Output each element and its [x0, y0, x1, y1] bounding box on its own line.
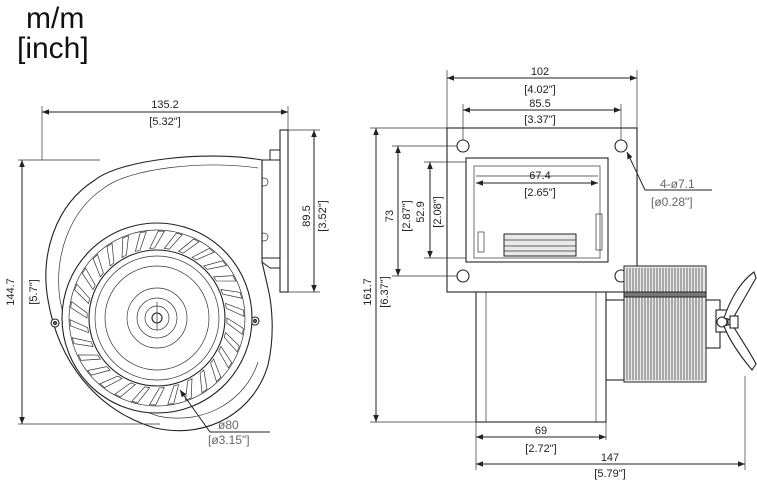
dim-side-height: 144.7: [5, 278, 17, 306]
flange-hole-icon: [614, 139, 628, 153]
dim-housing-depth: 69: [535, 425, 547, 437]
impeller-blade: [226, 317, 244, 336]
impeller-blade: [69, 319, 89, 334]
impeller-blade: [203, 260, 228, 270]
outlet-bracket: [261, 159, 281, 259]
impeller-blade: [81, 267, 96, 291]
side-view: 135.2 [5.32"] 144.7 [5.7"] 89.5 [3.52"] …: [5, 99, 329, 447]
dim-side-width-inch: [5.32"]: [149, 116, 180, 128]
impeller-blade: [212, 275, 237, 282]
impeller-blade: [220, 289, 243, 299]
motor-endcap: [605, 299, 625, 381]
dim-impeller-dia: ø80: [218, 418, 239, 432]
dim-holes: 4-ø7.1: [660, 177, 695, 191]
dim-hole-spacing-v-inch: [2.87"]: [401, 200, 413, 231]
unit-mm-label: m/m: [26, 2, 85, 35]
unit-inch-label: [inch]: [17, 32, 89, 65]
dim-front-height: 161.7: [362, 278, 374, 306]
cooling-fan-blade: [723, 271, 757, 321]
dim-housing-depth-inch: [2.72"]: [525, 443, 556, 455]
dim-hole-spacing-inch: [3.37"]: [524, 114, 555, 126]
outlet-flange: [279, 129, 289, 293]
flange-hole-icon: [456, 139, 470, 153]
impeller-blade: [148, 387, 165, 406]
dim-hole-spacing-v: 73: [384, 210, 396, 222]
motor-windings: [623, 265, 707, 383]
impeller-blade: [134, 231, 147, 252]
impeller-blade: [99, 375, 123, 389]
impeller-blade: [223, 331, 240, 353]
impeller-blade: [70, 300, 88, 319]
dim-opening-height: 52.9: [415, 201, 427, 222]
impeller-blade: [92, 253, 104, 278]
dim-front-height-inch: [6.37"]: [379, 276, 391, 307]
impeller-blade: [86, 366, 111, 376]
impeller-blade: [177, 238, 200, 254]
impeller-blade: [191, 247, 215, 261]
impeller-blade: [149, 230, 166, 249]
impeller-blade: [185, 378, 193, 401]
dim-overall-depth: 147: [601, 452, 619, 464]
impeller-blade: [167, 384, 180, 405]
dim-outlet-height-inch: [3.52"]: [317, 200, 329, 231]
impeller-blades: [69, 230, 245, 406]
dim-side-width: 135.2: [151, 99, 179, 111]
dim-impeller-dia-inch: [ø3.15"]: [208, 433, 250, 447]
impeller-blade: [225, 302, 245, 317]
impeller-blade: [77, 354, 102, 361]
impeller-blade: [199, 369, 208, 394]
cooling-fan-blade: [723, 323, 757, 371]
impeller-blade: [71, 337, 94, 347]
impeller-blade: [210, 358, 222, 383]
dim-opening-width: 67.4: [529, 170, 550, 182]
front-view: 102 [4.02"] 85.5 [3.37"] 67.4 [2.65"] 73…: [362, 66, 757, 480]
impeller-blade: [131, 386, 151, 404]
dim-outlet-height: 89.5: [301, 205, 313, 226]
housing-body: [475, 291, 607, 423]
dim-holes-inch: [ø0.28"]: [651, 195, 693, 209]
dim-side-height-inch: [5.7"]: [28, 279, 40, 304]
impeller-blade: [114, 382, 137, 398]
dim-opening-height-inch: [2.08"]: [432, 196, 444, 227]
impeller-blade: [106, 242, 115, 267]
dim-opening-width-inch: [2.65"]: [524, 187, 555, 199]
dim-flange-width: 102: [531, 66, 549, 78]
impeller-in-opening: [503, 233, 577, 257]
impeller-blade: [218, 345, 233, 369]
impeller-blade: [163, 232, 183, 250]
dim-overall-depth-inch: [5.79"]: [594, 468, 625, 480]
flange-hole-icon: [456, 269, 470, 283]
dim-flange-width-inch: [4.02"]: [524, 84, 555, 96]
impeller-blade: [121, 235, 129, 258]
impeller-blade: [74, 283, 91, 305]
dim-hole-spacing: 85.5: [529, 98, 550, 110]
